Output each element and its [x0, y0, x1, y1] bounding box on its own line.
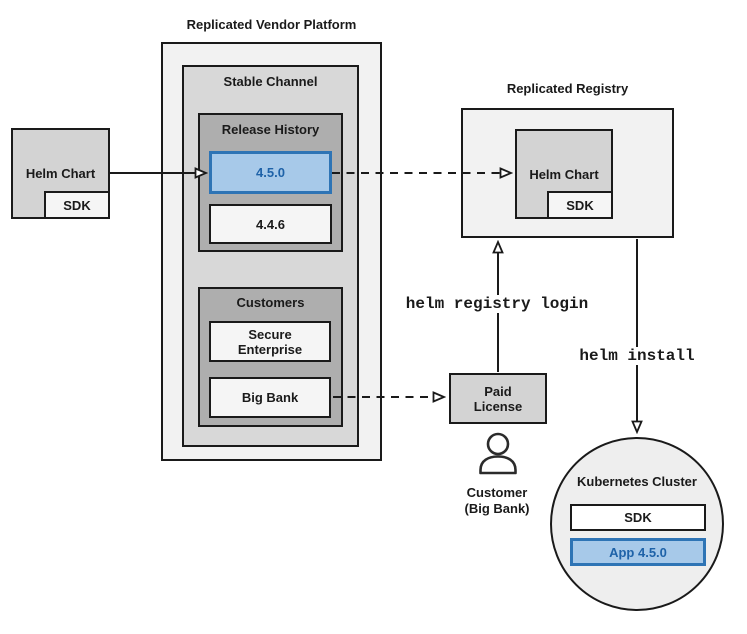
source-helm-chart-label: Helm Chart — [25, 166, 96, 181]
kubernetes-cluster-title: Kubernetes Cluster — [577, 474, 697, 489]
registry-sdk-label: SDK — [566, 197, 594, 213]
source-sdk-label: SDK — [63, 197, 91, 213]
registry-title: Replicated Registry — [506, 81, 629, 96]
customer-secure-enterprise-label: Secure Enterprise — [237, 326, 303, 357]
registry-helm-chart-label: Helm Chart — [529, 166, 599, 182]
person-icon — [479, 432, 517, 475]
release-history-label: Release History — [221, 122, 320, 137]
customer-big-bank-label: Big Bank — [241, 390, 299, 405]
release-4-4-6-label: 4.4.6 — [256, 216, 285, 232]
paid-license-label: Paid License — [473, 383, 523, 414]
source-sdk-box: SDK — [44, 191, 110, 219]
vendor-platform-title: Replicated Vendor Platform — [186, 17, 357, 32]
customer-caption: Customer (Big Bank) — [464, 485, 530, 516]
registry-sdk-box: SDK — [547, 191, 613, 219]
paid-license-box: Paid License — [449, 373, 547, 424]
release-4-4-6-box: 4.4.6 — [209, 204, 332, 244]
command-helm-registry-login: helm registry login — [402, 295, 592, 313]
cluster-app-label: App 4.5.0 — [609, 544, 667, 560]
command-helm-install: helm install — [576, 347, 698, 365]
cluster-sdk-label: SDK — [624, 510, 652, 525]
customer-big-bank-box: Big Bank — [209, 377, 331, 418]
release-4-5-0-label: 4.5.0 — [256, 165, 285, 180]
cluster-app-box: App 4.5.0 — [570, 538, 706, 566]
customer-secure-enterprise-box: Secure Enterprise — [209, 321, 331, 362]
release-4-5-0-box: 4.5.0 — [209, 151, 332, 194]
customers-label: Customers — [236, 295, 305, 310]
cluster-sdk-box: SDK — [570, 504, 706, 531]
stable-channel-label: Stable Channel — [223, 74, 318, 89]
